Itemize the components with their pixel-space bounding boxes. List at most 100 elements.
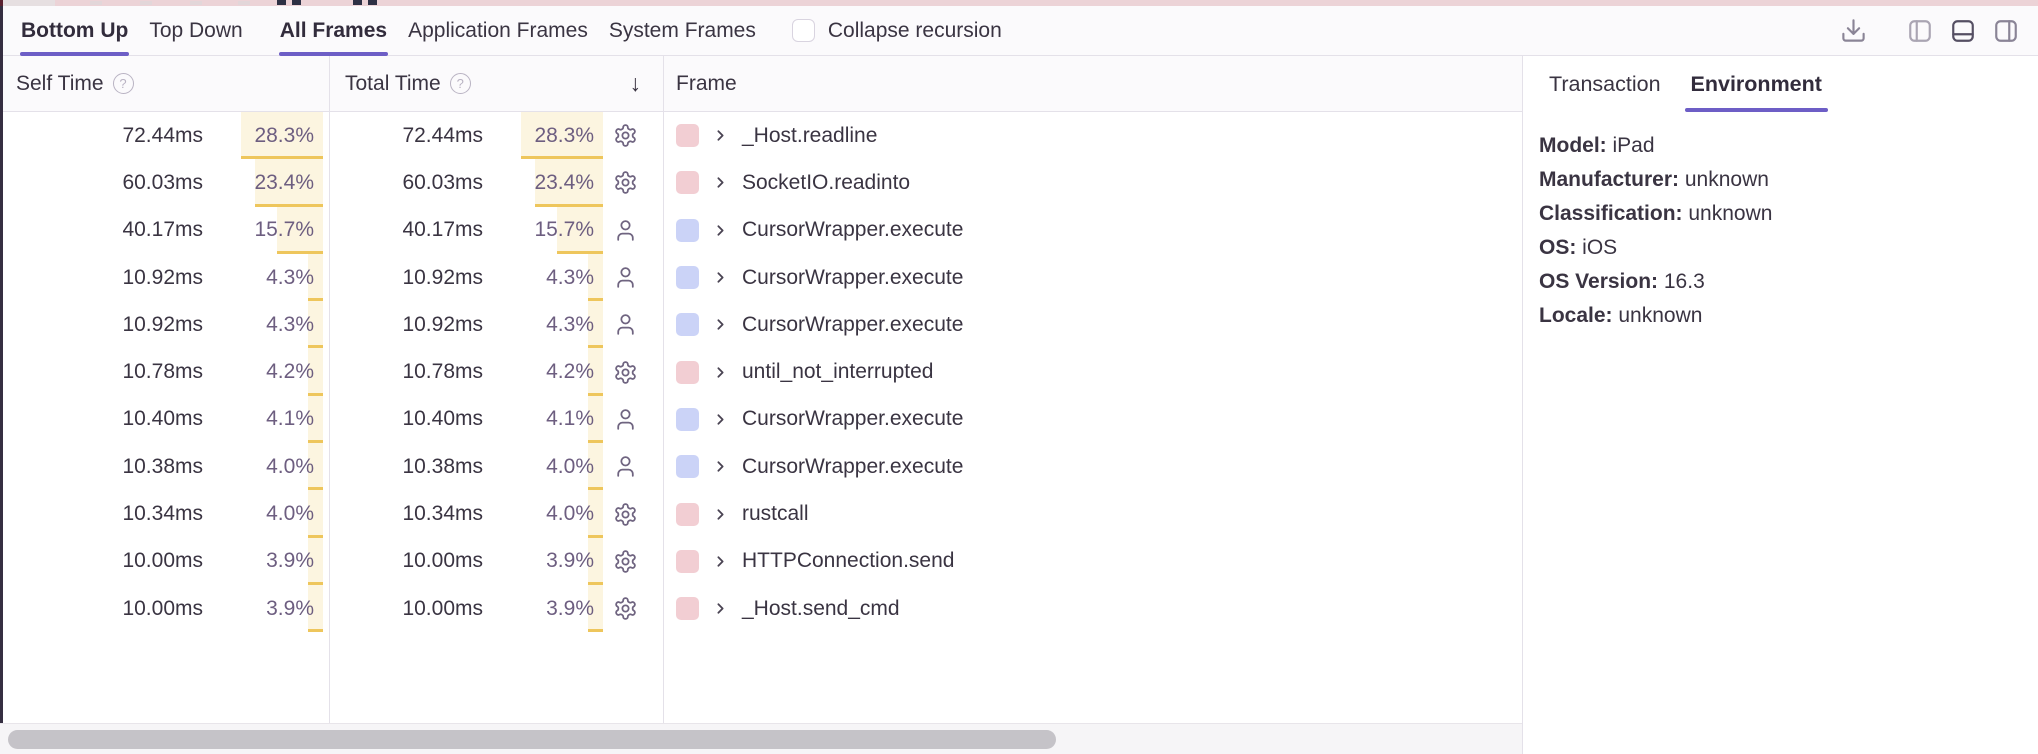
percent-bar xyxy=(308,537,323,585)
column-header-frame[interactable]: Frame xyxy=(663,56,1522,111)
user-icon[interactable] xyxy=(603,218,647,243)
collapse-recursion-label[interactable]: Collapse recursion xyxy=(827,18,1002,42)
percent-value: 4.3% xyxy=(266,312,314,336)
sort-descending-icon[interactable]: ↓ xyxy=(629,70,642,96)
field-label: OS: xyxy=(1539,236,1577,259)
percent-value: 4.0% xyxy=(266,502,314,526)
self-time-value: 10.38ms xyxy=(122,454,203,478)
frame-name[interactable]: CursorWrapper.execute xyxy=(742,265,964,289)
tab-environment[interactable]: Environment xyxy=(1684,56,1829,112)
tab-transaction[interactable]: Transaction xyxy=(1549,71,1661,96)
user-icon[interactable] xyxy=(603,454,647,479)
gear-icon[interactable] xyxy=(603,549,647,574)
percent-value: 15.7% xyxy=(534,218,594,242)
gear-icon[interactable] xyxy=(603,596,647,621)
gear-icon[interactable] xyxy=(603,502,647,527)
chevron-right-icon[interactable] xyxy=(712,600,729,617)
percent-cell: 4.1% xyxy=(203,395,323,444)
percent-bar xyxy=(557,206,603,254)
frame-name[interactable]: CursorWrapper.execute xyxy=(742,218,964,242)
tab-top-down[interactable]: Top Down xyxy=(149,18,243,42)
chevron-right-icon[interactable] xyxy=(712,458,729,475)
toolbar-actions xyxy=(1839,17,2038,45)
frame-name[interactable]: SocketIO.readinto xyxy=(742,170,911,194)
left-panel-edge xyxy=(0,0,3,723)
frame-name[interactable]: _Host.readline xyxy=(742,123,878,147)
panel-left-icon[interactable] xyxy=(1906,17,1934,45)
frame-name[interactable]: until_not_interrupted xyxy=(742,360,934,384)
panel-right-icon[interactable] xyxy=(1992,17,2020,45)
scrollbar-thumb[interactable] xyxy=(8,730,1056,749)
total-time-value: 10.34ms xyxy=(402,502,483,526)
chevron-right-icon[interactable] xyxy=(712,316,729,333)
user-icon[interactable] xyxy=(603,265,647,290)
frame-label: Frame xyxy=(676,71,737,95)
collapse-recursion-control: Collapse recursion xyxy=(791,18,1002,43)
percent-bar xyxy=(588,301,603,349)
panel-bottom-icon[interactable] xyxy=(1949,17,1977,45)
frame-cell: CursorWrapper.execute xyxy=(663,301,1522,348)
column-header-self-time[interactable]: Self Time ? xyxy=(0,56,329,111)
percent-bar xyxy=(308,253,323,302)
tab-system-frames[interactable]: System Frames xyxy=(608,18,756,42)
percent-value: 4.3% xyxy=(546,312,594,336)
total-time-value: 10.40ms xyxy=(402,407,483,431)
chevron-right-icon[interactable] xyxy=(712,364,729,381)
total-time-value: 10.92ms xyxy=(402,312,483,336)
percent-cell: 4.3% xyxy=(483,301,603,349)
collapse-recursion-checkbox[interactable] xyxy=(791,19,815,42)
frame-name[interactable]: _Host.send_cmd xyxy=(742,596,900,620)
chevron-right-icon[interactable] xyxy=(712,553,729,570)
field-label: Locale: xyxy=(1539,304,1613,327)
frame-name[interactable]: HTTPConnection.send xyxy=(742,549,955,573)
gear-icon[interactable] xyxy=(603,170,647,195)
gear-icon[interactable] xyxy=(603,123,647,148)
details-panel-tabs: Transaction Environment xyxy=(1523,56,2038,112)
horizontal-scrollbar[interactable] xyxy=(0,723,1522,754)
chevron-right-icon[interactable] xyxy=(712,127,729,144)
frame-name[interactable]: CursorWrapper.execute xyxy=(742,454,964,478)
self-time-value: 72.44ms xyxy=(122,123,203,147)
chevron-right-icon[interactable] xyxy=(712,222,729,239)
chevron-right-icon[interactable] xyxy=(712,174,729,191)
chevron-right-icon[interactable] xyxy=(712,411,729,428)
gear-icon[interactable] xyxy=(603,360,647,385)
frame-name[interactable]: rustcall xyxy=(742,502,809,526)
self-time-value: 10.92ms xyxy=(122,265,203,289)
field-label: Manufacturer: xyxy=(1539,168,1680,191)
chevron-right-icon[interactable] xyxy=(712,269,729,286)
frame-color-swatch xyxy=(676,360,699,384)
help-icon[interactable]: ? xyxy=(112,73,134,94)
user-icon[interactable] xyxy=(603,407,647,432)
tab-application-frames[interactable]: Application Frames xyxy=(408,18,588,42)
column-header-total-time[interactable]: Total Time ? ↓ xyxy=(329,56,663,111)
chevron-right-icon[interactable] xyxy=(712,506,729,523)
panel-divider[interactable] xyxy=(1522,56,1523,754)
frame-name[interactable]: CursorWrapper.execute xyxy=(742,312,964,336)
download-icon[interactable] xyxy=(1839,17,1867,45)
percent-cell: 4.0% xyxy=(483,443,603,491)
tab-all-frames[interactable]: All Frames xyxy=(278,6,389,56)
help-icon[interactable]: ? xyxy=(449,73,471,94)
self-time-value: 10.34ms xyxy=(122,502,203,526)
tab-bottom-up[interactable]: Bottom Up xyxy=(20,6,130,56)
total-time-value: 60.03ms xyxy=(402,170,483,194)
user-icon[interactable] xyxy=(603,312,647,337)
total-time-label: Total Time xyxy=(345,71,441,95)
frame-name[interactable]: CursorWrapper.execute xyxy=(742,407,964,431)
percent-bar xyxy=(535,159,603,207)
